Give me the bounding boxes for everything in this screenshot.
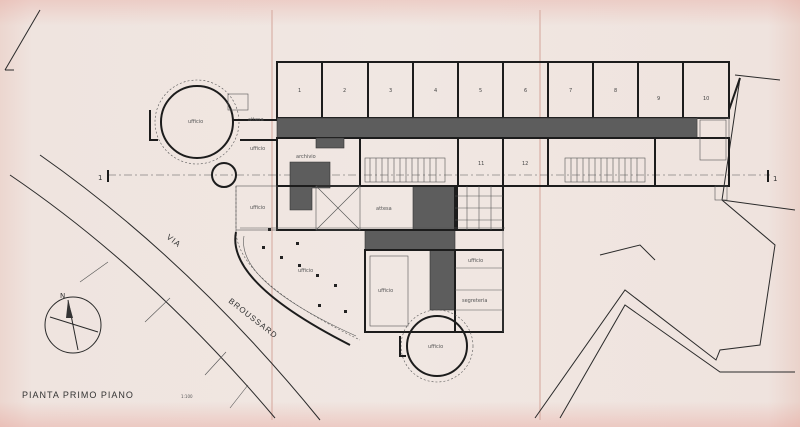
room-number-9: 9 [657,96,660,102]
core-dark-upper [412,185,456,231]
lot-boundary-right [534,77,776,419]
wc-block [699,119,727,161]
north-arrow-head [66,300,73,318]
room-number-10: 10 [703,96,709,102]
corridor-end [696,117,730,139]
street-curb-outer [39,154,321,421]
label-ufficio-bottom-pavilion: ufficio [428,344,443,350]
pavilion-bottom [406,315,468,377]
street-tick-2 [144,297,171,323]
room-numbers-top: 1 2 3 4 5 6 7 8 9 10 [298,88,709,102]
pavilion-top-colonnade [154,79,240,165]
room-partitions-top [321,62,684,118]
label-ufficio-plaza: ufficio [298,268,313,274]
corner-mark-top-left [4,9,41,71]
lot-line-a [721,199,796,211]
void-cross-b [315,185,361,231]
curved-wall-inner [243,235,357,337]
room-number-8: 8 [614,88,617,94]
core-dark-lower [429,249,456,311]
lot-line-c [559,304,795,419]
room-number-7: 7 [569,88,572,94]
label-attesa: attesa [248,117,264,123]
left-wing-office [235,185,278,231]
lower-office-left [369,255,409,327]
room-number-6: 6 [524,88,527,94]
street-curb-inner [9,174,276,419]
core-dark-middle [364,229,456,251]
curved-wall-outer [234,231,351,346]
street-tick-4 [229,384,249,409]
label-ufficio-lower-right: ufficio [468,258,483,264]
label-archivio: archivio [296,154,316,160]
label-ufficio-lower: ufficio [378,288,393,294]
room-number-11: 11 [478,161,484,167]
room-number-5: 5 [479,88,482,94]
north-arrow-axis-a [49,316,99,333]
lot-line-b [599,244,656,261]
north-arrow-circle [44,296,102,354]
north-arrow-letter: N [60,292,65,300]
street-tick-1 [79,261,109,283]
service-block-right [654,137,730,187]
room-number-1: 1 [298,88,301,94]
pavilion-bottom-stub [399,336,406,357]
pavilion-top [160,85,234,159]
core-dark-top [315,137,345,149]
pavilion-small [211,162,237,188]
drawing-scale: 1:100 [181,394,193,399]
room-number-12: 12 [522,161,528,167]
north-arrow: N [44,292,102,354]
plaza-columns [262,228,347,313]
label-ufficio-pavilion: ufficio [188,119,203,125]
corner-mark-top-right [734,74,781,81]
pavilion-top-stub [149,110,158,141]
staircase-right [564,157,646,183]
street-label-via: VIA [165,232,183,249]
section-mark-right: 1 [773,175,777,183]
label-attesa-central: attesa [376,206,392,212]
label-ufficio-left-wing: ufficio [250,205,265,211]
section-mark-left: 1 [98,174,102,182]
wing-end-wall [728,77,741,111]
room-number-2: 2 [343,88,346,94]
main-corridor [276,117,698,139]
void-box [315,185,361,231]
street-tick-3 [204,351,227,376]
wing-end-step [714,185,728,201]
pavilion-link-box [227,93,249,111]
room-number-4: 4 [434,88,437,94]
atrium-grid [455,186,503,230]
label-ufficio-link: ufficio [250,146,265,152]
drawing-title: PIANTA PRIMO PIANO [22,390,134,400]
room-number-3: 3 [389,88,392,94]
staircase-left [364,157,446,183]
label-segreteria: segreteria [462,298,487,304]
